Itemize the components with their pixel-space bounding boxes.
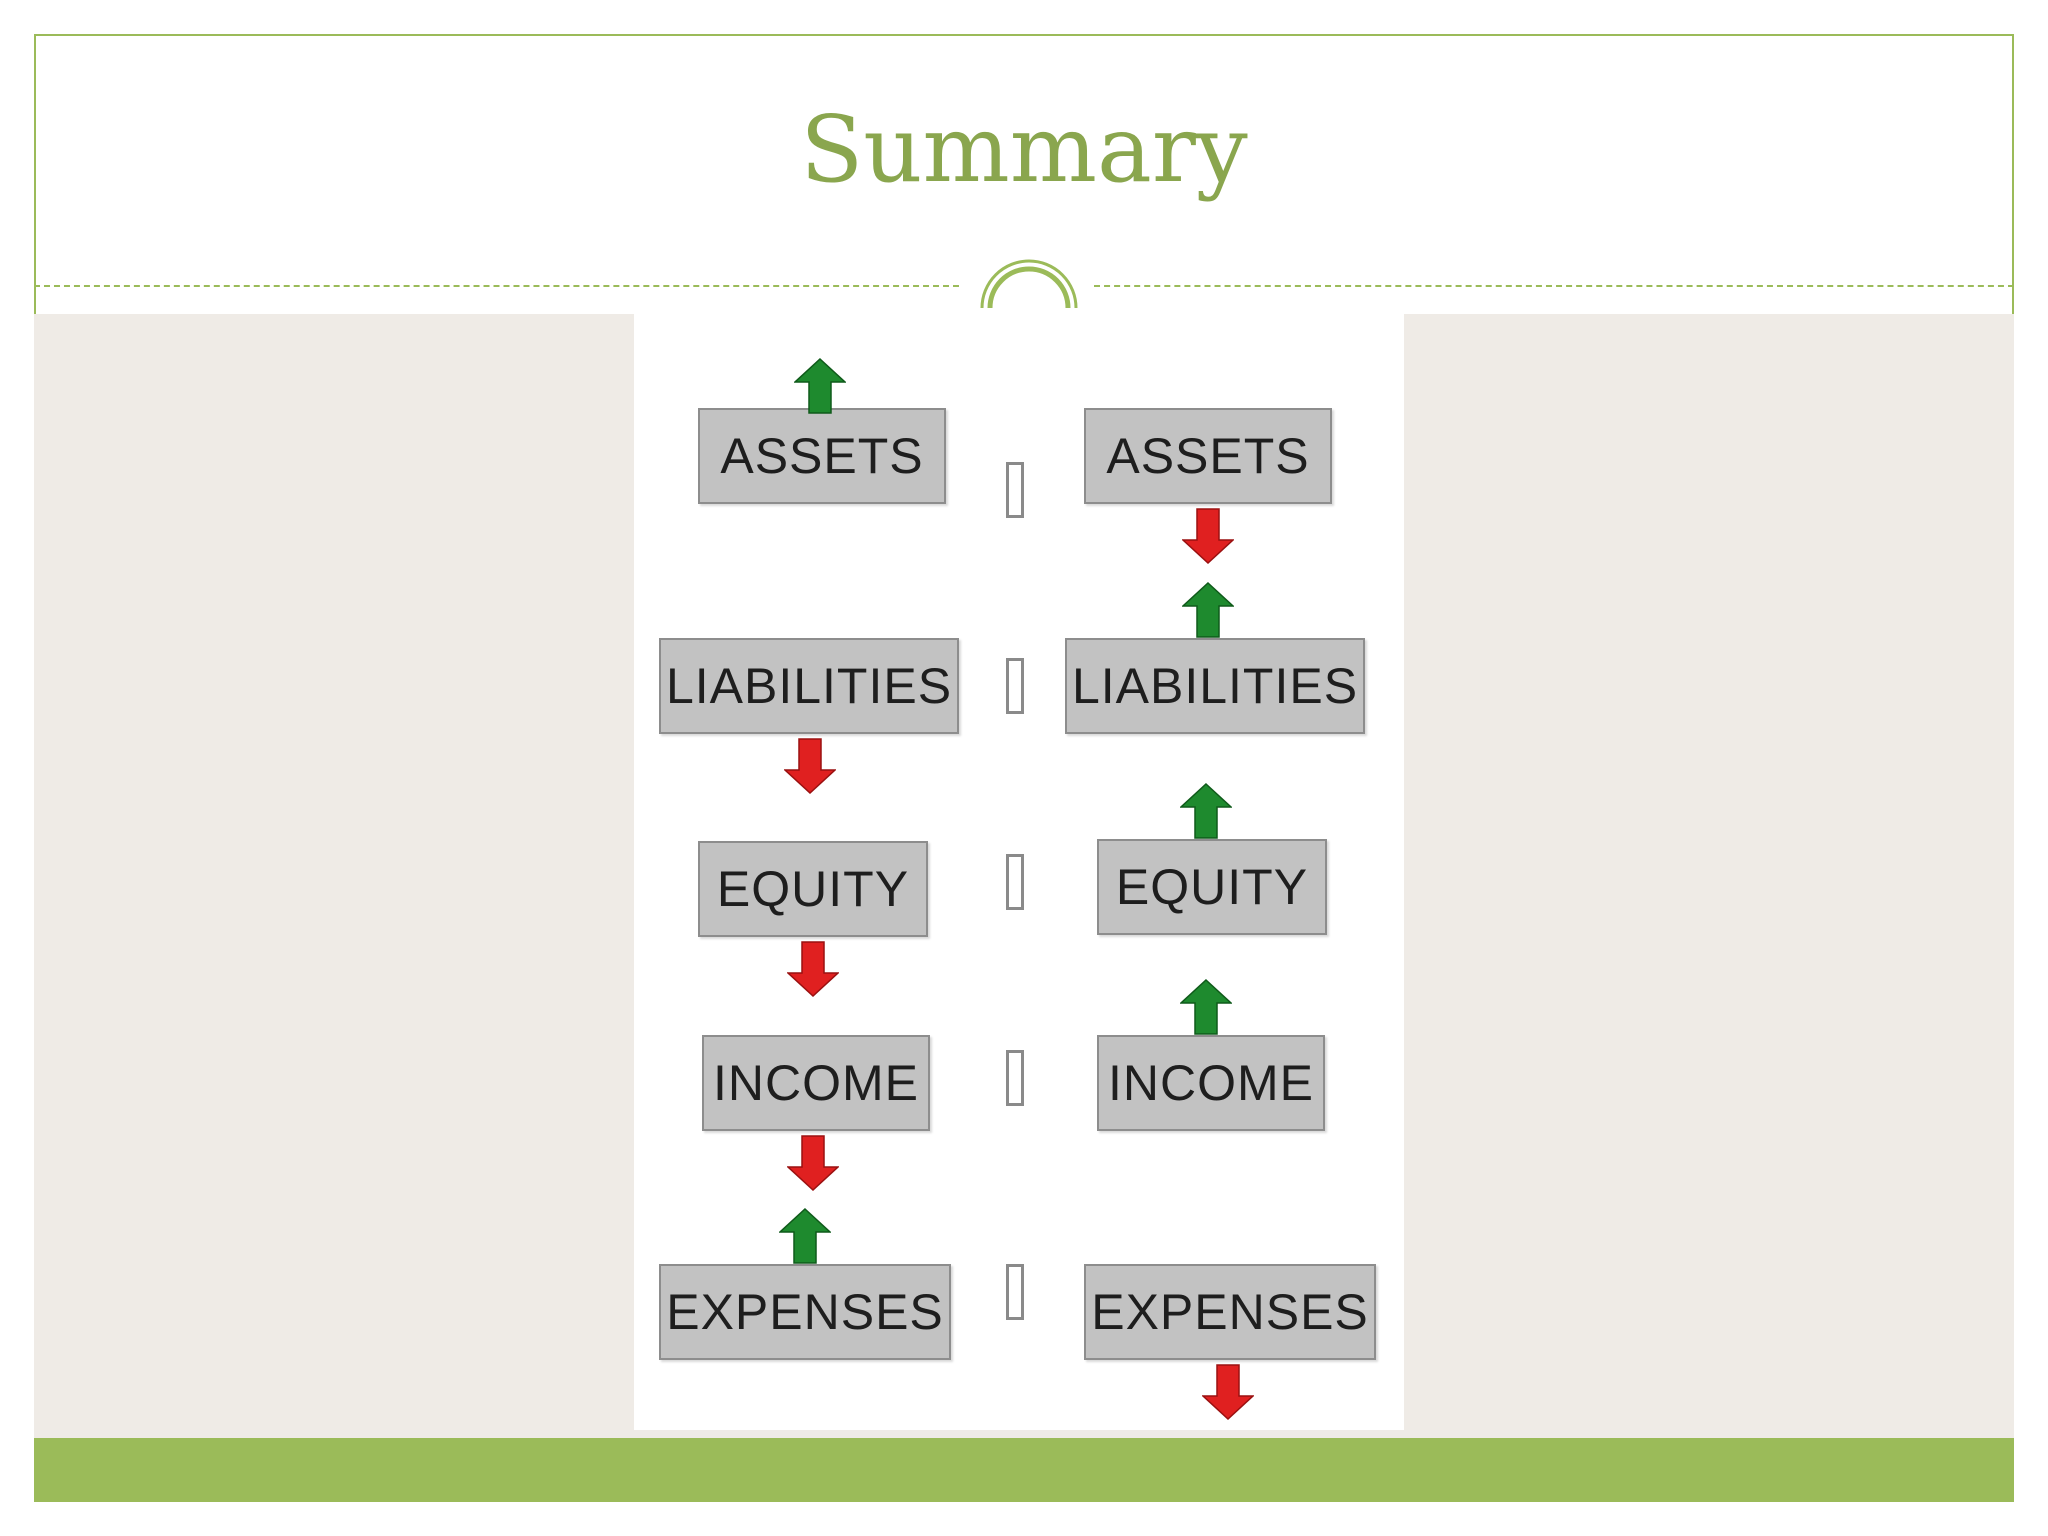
left-equity-box: EQUITY [698,841,928,937]
left-income-label: INCOME [713,1055,919,1111]
right-equity-arrow-icon [1180,783,1232,839]
right-expenses-label: EXPENSES [1091,1284,1369,1340]
down-arrow-icon [787,941,839,997]
missing-glyph-icon [1006,854,1024,910]
down-arrow-icon [787,1135,839,1191]
left-expenses-arrow-icon [779,1208,831,1264]
left-assets-arrow-icon [794,358,846,414]
right-expenses-arrow-icon [1202,1364,1254,1420]
up-arrow-icon [779,1208,831,1264]
right-liabilities-box: LIABILITIES [1065,638,1365,734]
right-equity-box: EQUITY [1097,839,1327,935]
up-arrow-icon [1180,979,1232,1035]
missing-glyph-icon [1006,462,1024,518]
right-liabilities-arrow-icon [1182,582,1234,638]
left-expenses-label: EXPENSES [666,1284,944,1340]
right-income-arrow-icon [1180,979,1232,1035]
right-assets-arrow-icon [1182,508,1234,564]
left-expenses-box: EXPENSES [659,1264,951,1360]
up-arrow-icon [1180,783,1232,839]
left-liabilities-box: LIABILITIES [659,638,959,734]
left-liabilities-arrow-icon [784,738,836,794]
down-arrow-icon [784,738,836,794]
title-divider-left [34,285,959,287]
right-assets-box: ASSETS [1084,408,1332,504]
right-liabilities-label: LIABILITIES [1071,658,1359,714]
left-liabilities-label: LIABILITIES [665,658,953,714]
up-arrow-icon [794,358,846,414]
missing-glyph-icon [1006,658,1024,714]
slide-title: Summary [800,96,1248,203]
right-income-label: INCOME [1108,1055,1314,1111]
accounting-effects-diagram: ASSETS LIABILITIES EQUITY INCOME EXPENSE… [634,314,1404,1430]
missing-glyph-icon [1006,1264,1024,1320]
left-equity-arrow-icon [787,941,839,997]
left-assets-label: ASSETS [720,428,924,484]
missing-glyph-icon [1006,1050,1024,1106]
footer-band [34,1438,2014,1502]
left-assets-box: ASSETS [698,408,946,504]
title-divider-right [1094,285,2014,287]
right-assets-label: ASSETS [1106,428,1310,484]
left-equity-label: EQUITY [716,861,910,917]
down-arrow-icon [1202,1364,1254,1420]
right-equity-label: EQUITY [1115,859,1309,915]
circle-ornament-icon [974,259,1084,310]
left-income-box: INCOME [702,1035,930,1131]
right-expenses-box: EXPENSES [1084,1264,1376,1360]
left-income-arrow-icon [787,1135,839,1191]
up-arrow-icon [1182,582,1234,638]
down-arrow-icon [1182,508,1234,564]
right-income-box: INCOME [1097,1035,1325,1131]
